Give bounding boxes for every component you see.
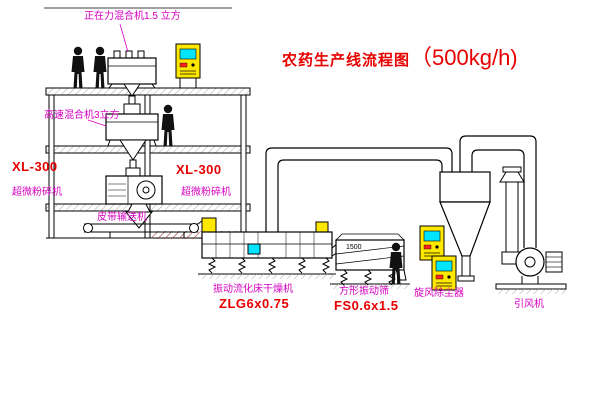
leader-lines <box>87 23 129 127</box>
horizontal-mixer <box>107 50 157 105</box>
drawing-title: 农药生产线流程图 （500kg/h) <box>282 40 518 72</box>
label-dryer-model: ZLG6x0.75 <box>219 296 290 311</box>
induced-draft-fan <box>495 247 567 294</box>
cyclone-outlet-duct <box>459 135 537 248</box>
label-crusher-center-name: 超微粉碎机 <box>181 187 231 198</box>
pulverizer <box>105 167 163 229</box>
dryer-outlet-duct <box>265 147 453 232</box>
control-panel-top <box>175 43 201 79</box>
label-fan-name: 引风机 <box>514 299 544 310</box>
exhaust-stack <box>499 166 525 255</box>
control-panel-1 <box>419 225 445 261</box>
label-crusher-center-model: XL-300 <box>176 162 222 177</box>
label-sieve-name: 方形振动筛 <box>339 286 389 297</box>
high-speed-mixer <box>105 103 159 169</box>
label-horizontal-mixer: 正在力混合机1.5 立方 <box>84 11 181 22</box>
label-crusher-left-name: 超微粉碎机 <box>12 187 62 198</box>
cyclone-separator <box>439 171 491 282</box>
label-sieve-dimension: 1500 <box>346 244 362 251</box>
label-belt-conveyor: 皮带输送机 <box>97 212 147 223</box>
discharge-duct <box>127 203 151 213</box>
worker-figure-2 <box>93 46 107 88</box>
title-text: 农药生产线流程图 <box>282 52 411 69</box>
label-sieve-model: FS0.6x1.5 <box>334 298 399 313</box>
fluid-bed-dryer <box>198 217 336 279</box>
dryer-control-box <box>247 243 261 255</box>
worker-figure-3 <box>161 104 175 146</box>
worker-figure-1 <box>71 46 85 88</box>
ground-hatch <box>152 231 236 239</box>
label-high-speed-mixer: 高速混合机3立方 <box>44 110 120 121</box>
control-panel-top-legs <box>179 78 197 88</box>
label-crusher-left-model: XL-300 <box>12 159 58 174</box>
control-panel-2 <box>431 255 457 291</box>
label-dryer-name: 振动流化床干燥机 <box>213 284 293 295</box>
label-cyclone-name: 旋风除尘器 <box>414 288 464 299</box>
belt-conveyor <box>83 219 204 238</box>
discharge-hopper <box>124 211 154 229</box>
title-capacity: （500kg/h) <box>410 45 518 70</box>
